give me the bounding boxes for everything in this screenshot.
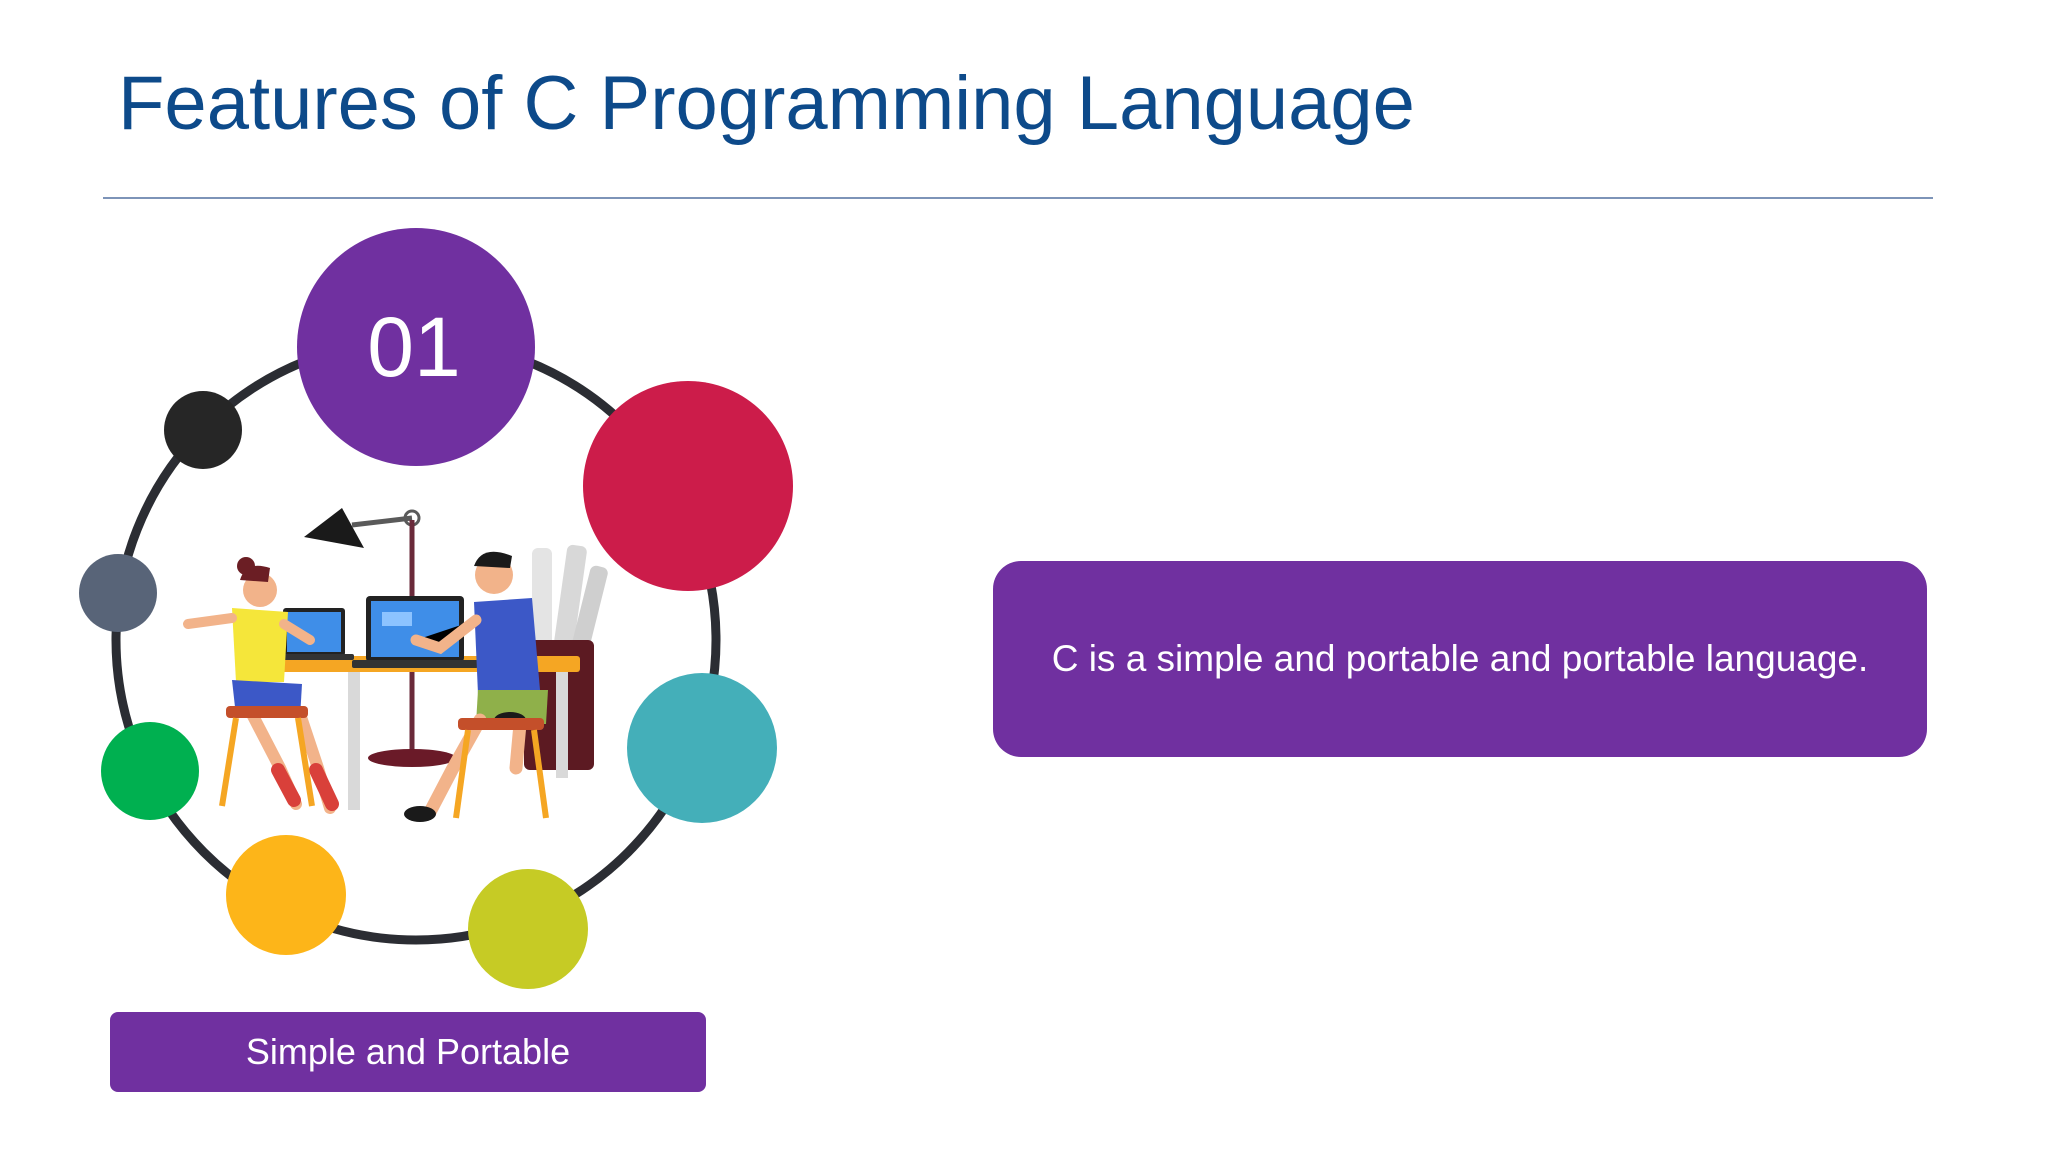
feature-number: 01 [367, 300, 460, 394]
description-text: C is a simple and portable and portable … [1051, 638, 1869, 679]
green-dot [101, 722, 199, 820]
feature-number-circle [297, 228, 535, 466]
feature-label-text: Simple and Portable [245, 1031, 571, 1072]
man-figure [404, 551, 549, 822]
woman-figure [183, 557, 339, 814]
feature-label-box: Simple and Portable [110, 1012, 706, 1092]
teal-dot [627, 673, 777, 823]
amber-dot [226, 835, 346, 955]
description-box: C is a simple and portable and portable … [993, 561, 1927, 757]
team-illustration [183, 508, 608, 822]
slide-title: Features of C Programming Language [118, 61, 1415, 146]
lime-dot [468, 869, 588, 989]
black-dot [164, 391, 242, 469]
slate-dot [79, 554, 157, 632]
title-divider [103, 197, 1933, 199]
crimson-dot [583, 381, 793, 591]
